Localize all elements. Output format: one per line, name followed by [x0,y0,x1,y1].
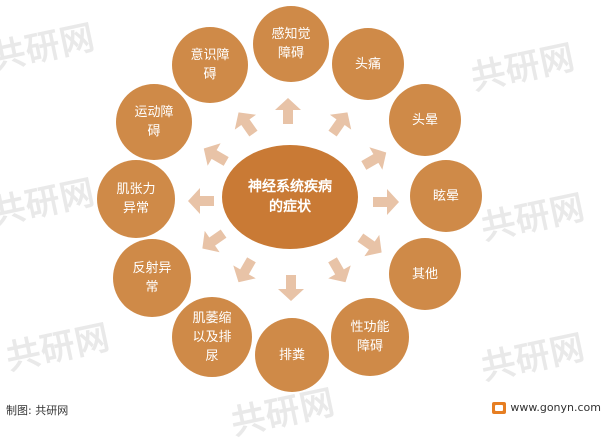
arrow-icon [202,229,227,253]
arrow-icon [234,112,258,137]
node-qi-ta: 其他 [389,238,461,310]
arrow-icon [328,112,352,137]
source-caption: 制图: 共研网 [6,404,69,417]
node-ji-wei-suo: 肌萎缩 以及排 尿 [172,297,252,377]
watermark: 共研网 [0,172,99,234]
arrow-icon [357,233,382,257]
center-label: 神经系统疾病 的症状 [248,179,332,215]
arrow-icon [275,98,301,124]
arrow-icon [233,257,256,283]
watermark: 共研网 [2,317,114,379]
node-xing-gong-neng: 性功能 障碍 [331,298,409,376]
site-url: www.gonyn.com [510,401,601,414]
node-ji-zhang-li: 肌张力 异常 [97,160,175,238]
arrow-icon [328,257,351,283]
gonyn-logo-icon [492,401,507,414]
node-yi-shi: 意识障 碍 [172,27,248,103]
arrow-icon [361,147,387,170]
node-pai-bian: 排粪 [255,318,329,392]
node-fan-she: 反射异 常 [113,239,191,317]
site-credit: www.gonyn.com [492,401,601,414]
arrow-icon [203,143,229,166]
node-xuan-yun: 眩晕 [410,160,482,232]
watermark: 共研网 [477,187,589,249]
watermark: 共研网 [477,327,589,389]
watermark: 共研网 [467,37,579,99]
diagram-stage: 共研网 共研网 共研网 共研网 共研网 共研网 共研网 神经系统疾病 的症状 感… [0,6,601,443]
arrow-icon [188,188,214,214]
arrow-icon [373,189,399,215]
node-tou-tong: 头痛 [332,28,404,100]
arrow-icon [278,275,304,301]
center-topic: 神经系统疾病 的症状 [222,145,358,249]
node-tou-yun: 头晕 [389,84,461,156]
node-yun-dong: 运动障 碍 [116,84,192,160]
node-gan-zhi-jue: 感知觉 障碍 [253,6,329,82]
watermark: 共研网 [0,17,99,79]
